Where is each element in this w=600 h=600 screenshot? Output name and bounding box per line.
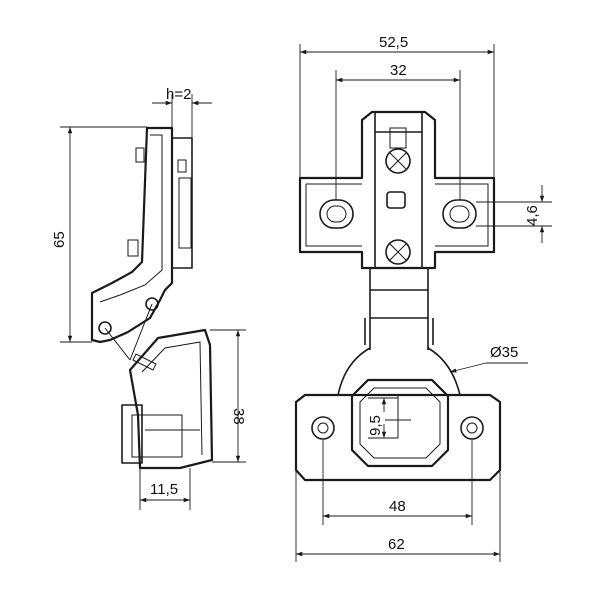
side-cup-inner — [141, 341, 203, 456]
dim-height-65: 65 — [51, 231, 68, 248]
side-cup-outline — [128, 328, 214, 470]
side-view: h=2 65 38 11,5 — [51, 86, 247, 510]
dim-width-11-5: 11,5 — [150, 481, 178, 498]
side-base-inner — [131, 414, 183, 458]
front-center-mark — [385, 396, 411, 438]
side-link — [104, 303, 153, 361]
front-cup-inner — [359, 387, 441, 459]
dim-cup-diameter: Ø35 — [490, 344, 518, 361]
dim-cup-offset: 9,5 — [367, 415, 384, 436]
front-arm — [374, 112, 423, 268]
dim-width-52-5: 52,5 — [379, 34, 408, 51]
dim-height-38: 38 — [230, 408, 247, 425]
side-arm-inner — [99, 134, 163, 303]
dim-width-62: 62 — [388, 536, 405, 553]
front-view: 52,5 32 4,6 Ø35 9,5 48 62 — [294, 34, 552, 562]
side-base-block — [121, 404, 143, 464]
side-plate-tab — [177, 159, 187, 173]
side-clip-top — [135, 147, 145, 163]
front-mounting-plate — [298, 110, 496, 270]
dim-width-32: 32 — [390, 62, 407, 79]
side-pivot-upper — [145, 297, 159, 311]
front-base-hole-left — [311, 416, 335, 440]
front-neck — [364, 268, 434, 350]
dim-slot-4-6: 4,6 — [524, 205, 541, 226]
front-plate-inner — [305, 183, 489, 247]
dim-width-48: 48 — [389, 498, 406, 515]
front-cup-octagon — [350, 378, 450, 468]
side-cup-spring — [132, 353, 157, 371]
front-screw-bottom — [385, 239, 411, 265]
front-screw-top-slot — [389, 127, 407, 149]
front-slot-left — [319, 199, 354, 229]
side-pivot-lower — [98, 321, 112, 335]
front-slot-right — [442, 199, 477, 229]
front-slot-left-inner — [326, 205, 347, 223]
dim-h-offset: h=2 — [166, 86, 191, 103]
front-base-hole-right — [460, 416, 484, 440]
front-square-hole — [386, 191, 406, 209]
side-plate-slot — [178, 177, 192, 249]
side-clip-bottom — [127, 239, 139, 257]
front-cup-arc — [337, 347, 461, 396]
side-mounting-plate — [172, 137, 193, 269]
side-arm-outline — [90, 126, 174, 344]
front-screw-top — [385, 148, 411, 174]
front-slot-right-inner — [449, 205, 470, 223]
